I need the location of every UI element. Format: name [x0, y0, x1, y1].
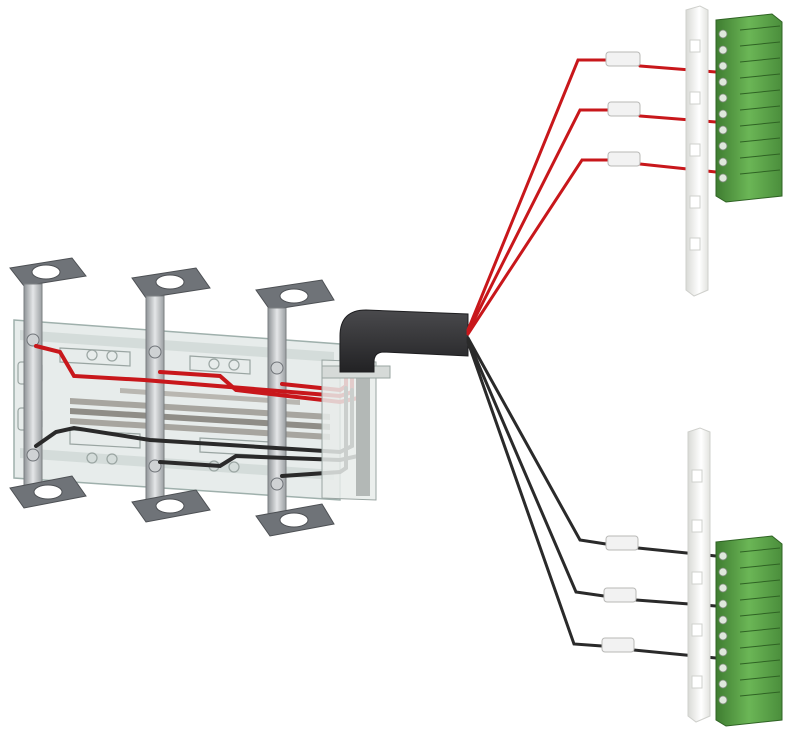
plate-side-frame [321, 359, 391, 501]
bottom-lug-1 [9, 475, 87, 509]
wire-markers [601, 51, 641, 653]
bracket-3 [267, 307, 287, 523]
busbar-strips [70, 388, 330, 440]
top-lug-3 [255, 279, 335, 311]
top-lug-2 [131, 267, 211, 299]
top-green-terminal-block [715, 13, 783, 203]
top-terminal-assembly [685, 5, 783, 297]
bottom-terminal-assembly [687, 427, 783, 727]
bracket-1 [23, 283, 43, 495]
bottom-lug-3 [255, 503, 335, 537]
busbar-assembly [9, 257, 391, 537]
bottom-green-terminal-block [715, 535, 783, 727]
fanout-black-wires [466, 336, 718, 660]
fanout-red-wires [466, 58, 718, 336]
bottom-lug-2 [131, 489, 211, 523]
top-lug-1 [9, 257, 87, 287]
cable-sheath [339, 309, 469, 373]
bracket-2 [145, 295, 165, 511]
